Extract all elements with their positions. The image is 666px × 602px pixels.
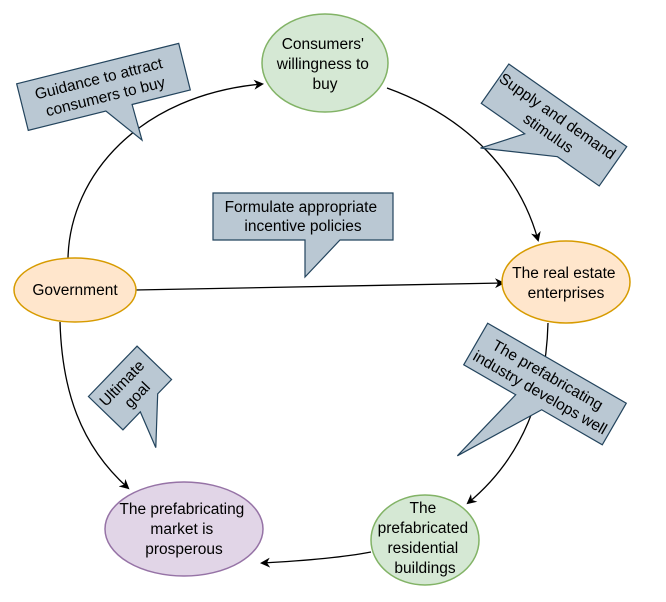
node-buildings: The prefabricated residential buildings <box>370 494 480 586</box>
node-market-shape <box>104 481 264 577</box>
node-buildings-text: The prefabricated residential buildings <box>378 500 473 577</box>
arrow-government-to-consumers <box>67 79 264 259</box>
node-market-line-2: market is <box>150 521 213 538</box>
node-buildings-line-1: The <box>409 500 436 517</box>
node-buildings-line-4: buildings <box>394 560 455 577</box>
arrow-enterprises-to-buildings <box>466 322 549 505</box>
callout-industry-box <box>456 322 628 457</box>
node-enterprises-line-1: The real estate <box>512 265 615 282</box>
node-enterprises-shape <box>501 240 631 324</box>
node-consumers-text: Consumers' willingness to buy <box>276 36 374 93</box>
node-buildings-line-2: prefabricated <box>378 520 468 537</box>
callout-policies-line-1: Formulate appropriate <box>225 199 378 216</box>
arrow-buildings-to-market <box>260 551 372 568</box>
node-market: The prefabricating market is prosperous <box>104 481 264 577</box>
node-consumers: Consumers' willingness to buy <box>261 13 389 113</box>
arrow-consumers-to-enterprises <box>386 87 541 242</box>
node-market-text: The prefabricating market is prosperous <box>119 501 248 558</box>
arrow-government-to-market <box>59 321 130 490</box>
node-consumers-line-2: willingness to <box>276 56 369 73</box>
node-consumers-shape <box>261 13 389 113</box>
node-buildings-line-3: residential <box>388 540 459 557</box>
node-buildings-shape <box>370 494 480 586</box>
node-consumers-line-3: buy <box>313 76 338 93</box>
callout-goal: Ultimate goal <box>87 345 173 448</box>
node-government-line-1: Government <box>32 282 118 299</box>
node-market-line-3: prosperous <box>145 541 223 558</box>
callout-supply-box <box>480 63 628 187</box>
callout-guidance: Guidance to attract consumers to buy <box>15 42 192 142</box>
arrow-government-to-enterprises <box>134 278 505 291</box>
callout-guidance-box <box>15 42 192 142</box>
callout-supply-demand: Supply and demand stimulus <box>480 63 628 187</box>
node-enterprises-text: The real estate enterprises <box>512 265 620 302</box>
node-government: Government <box>13 257 137 323</box>
node-government-text: Government <box>32 282 118 299</box>
callout-policies: Formulate appropriate incentive policies <box>212 192 394 279</box>
callout-industry: The prefabricating industry develops wel… <box>456 322 628 457</box>
callout-goal-box <box>87 345 173 448</box>
node-enterprises-line-2: enterprises <box>528 285 605 302</box>
node-government-shape <box>13 257 137 323</box>
callout-policies-box <box>212 192 394 279</box>
callout-policies-line-2: incentive policies <box>244 218 361 235</box>
node-consumers-line-1: Consumers' <box>282 36 364 53</box>
node-enterprises: The real estate enterprises <box>501 240 631 324</box>
node-market-line-1: The prefabricating <box>119 501 244 518</box>
callout-policies-text: Formulate appropriate incentive policies <box>225 199 382 235</box>
